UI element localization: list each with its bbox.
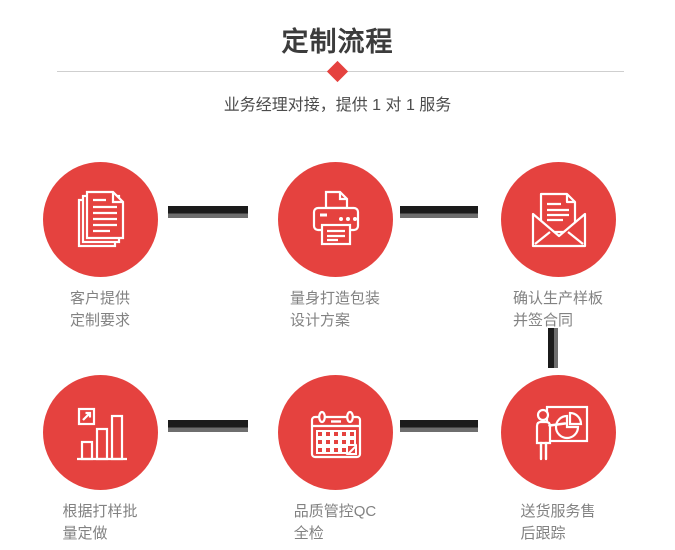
envelope-icon <box>531 192 586 247</box>
process-step-2: 量身打造包装 设计方案 <box>278 162 393 329</box>
step-circle <box>43 375 158 490</box>
step-circle <box>501 162 616 277</box>
connector-step1-step2 <box>168 206 248 218</box>
step-label-line1: 根据打样批 <box>62 503 138 520</box>
connector-step4-step5 <box>168 420 248 432</box>
process-step-6: 送货服务售 后跟踪 <box>501 375 616 542</box>
step-circle <box>278 375 393 490</box>
step-label-line1: 送货服务售 <box>520 503 596 520</box>
step-label-line1: 量身打造包装 <box>289 290 381 307</box>
connector-step5-step6 <box>400 420 478 432</box>
page-subtitle: 业务经理对接，提供 1 对 1 服务 <box>223 97 452 114</box>
step-label-line1: 品质管控QC <box>293 503 377 520</box>
step-label-line1: 客户提供 <box>69 290 131 307</box>
step-label: 根据打样批 量定做 <box>62 501 137 545</box>
step-label-line2: 并签合同 <box>512 312 574 329</box>
step-label: 量身打造包装 设计方案 <box>290 288 380 332</box>
presentation-icon <box>535 405 588 460</box>
step-label: 客户提供 定制要求 <box>70 288 130 332</box>
step-label-line1: 确认生产样板 <box>512 290 604 307</box>
step-label-line2: 量定做 <box>62 525 108 542</box>
step-label: 确认生产样板 并签合同 <box>513 288 603 332</box>
printer-icon <box>312 190 359 245</box>
documents-icon <box>77 190 124 247</box>
step-label-line2: 全检 <box>293 525 324 542</box>
process-step-1: 客户提供 定制要求 <box>43 162 158 329</box>
step-circle <box>501 375 616 490</box>
process-step-3: 确认生产样板 并签合同 <box>501 162 616 329</box>
step-label-line2: 定制要求 <box>69 312 131 329</box>
step-label-line2: 后跟踪 <box>520 525 566 542</box>
connector-step3-step6 <box>548 328 558 368</box>
diamond-marker <box>326 60 349 83</box>
connector-step2-step3 <box>400 206 478 218</box>
process-step-5: 品质管控QC 全检 <box>278 375 393 542</box>
process-step-4: 根据打样批 量定做 <box>43 375 158 542</box>
bar-chart-icon <box>76 407 127 460</box>
page-title: 定制流程 <box>281 27 394 57</box>
step-label: 送货服务售 后跟踪 <box>520 501 595 545</box>
calendar-icon <box>310 410 361 458</box>
step-circle <box>278 162 393 277</box>
step-label: 品质管控QC 全检 <box>294 501 377 545</box>
step-label-line2: 设计方案 <box>289 312 351 329</box>
step-circle <box>43 162 158 277</box>
